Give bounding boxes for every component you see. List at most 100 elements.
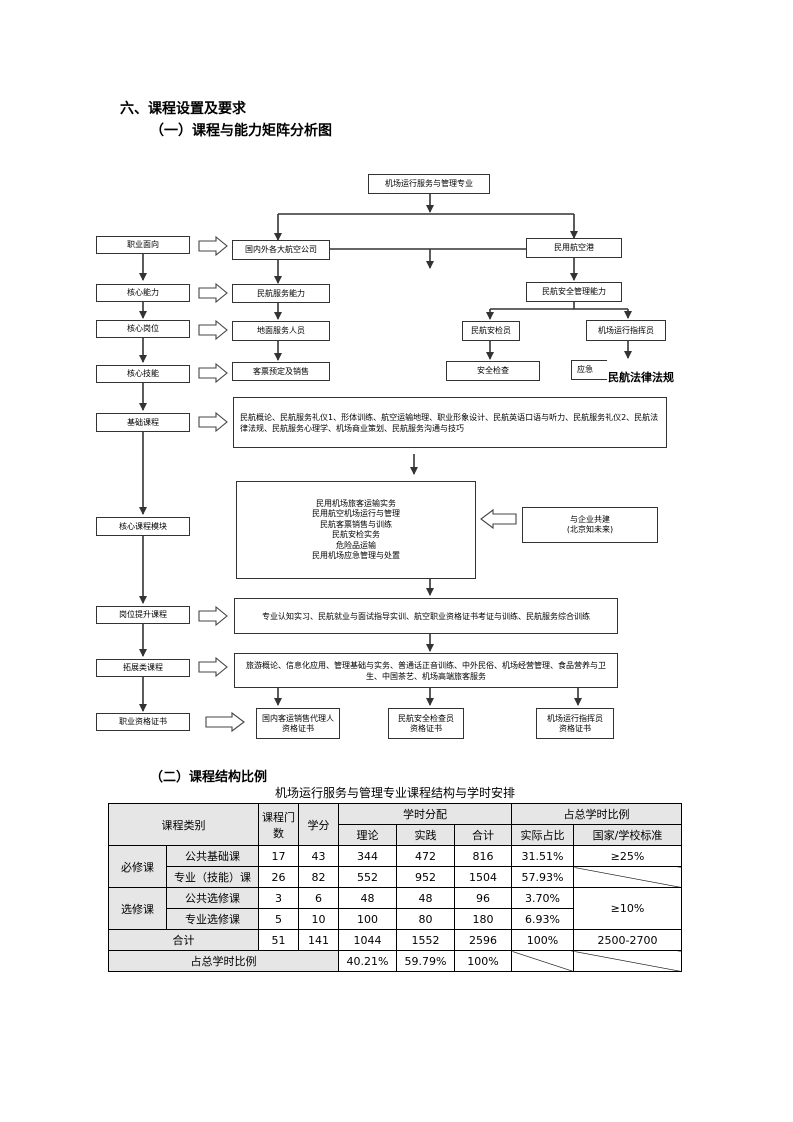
org-airlines: 国内外各大航空公司 (232, 240, 330, 260)
certificate-2-line-1: 民航安全检查员 (398, 713, 454, 723)
cell-actual: 3.70% (511, 887, 575, 909)
cell-standard: ≥10% (573, 887, 683, 930)
header-count: 课程门数 (258, 803, 299, 846)
row-name: 公共选修课 (166, 887, 259, 909)
cell-theory: 344 (338, 845, 397, 867)
sum-total: 2596 (453, 929, 513, 951)
certificate-operation-commander: 机场运行指挥员 资格证书 (536, 708, 614, 739)
sum-credits: 141 (298, 929, 339, 951)
cell-count: 3 (258, 887, 299, 909)
header-theory: 理论 (338, 824, 397, 846)
cell-actual: 31.51% (511, 845, 575, 867)
core-course-3: 民航客票销售与训练 (320, 519, 392, 529)
cell-total: 1504 (453, 866, 513, 888)
enterprise-box: 与企业共建 (北京知未来) (522, 507, 658, 543)
cell-credits: 43 (298, 845, 339, 867)
sum-name: 合计 (108, 929, 259, 951)
core-courses-box: 民用机场旅客运输实务 民用航空机场运行与管理 民航客票销售与训练 民航安检实务 … (236, 481, 476, 579)
label-career-direction: 职业面向 (96, 236, 190, 254)
group-required: 必修课 (108, 845, 167, 888)
ratio-practice: 59.79% (396, 950, 455, 972)
cell-practice: 80 (396, 908, 455, 930)
certificate-3-line-2: 资格证书 (559, 723, 591, 733)
certificate-2-line-2: 资格证书 (410, 723, 442, 733)
group-elective: 选修课 (108, 887, 167, 930)
major-box: 机场运行服务与管理专业 (368, 174, 490, 194)
cell-credits: 10 (298, 908, 339, 930)
sum-standard: 2500-2700 (573, 929, 683, 951)
table-caption: 机场运行服务与管理专业课程结构与学时安排 (274, 786, 515, 800)
header-total: 合计 (453, 824, 513, 846)
promotion-courses-box: 专业认知实习、民航就业与面试指导实训、航空职业资格证书考证与训练、民航服务综合训… (234, 598, 618, 634)
row-name: 专业（技能）课 (166, 866, 259, 888)
ability-service: 民航服务能力 (232, 284, 330, 303)
core-course-1: 民用机场旅客运输实务 (316, 498, 396, 508)
certificate-1-line-2: 资格证书 (282, 723, 314, 733)
cell-credits: 6 (298, 887, 339, 909)
ratio-empty-1 (511, 950, 575, 972)
header-actual: 实际占比 (511, 824, 575, 846)
ratio-name: 占总学时比例 (108, 950, 339, 972)
course-structure-table: 课程类别 课程门数 学分 学时分配 占总学时比例 理论 实践 合计 实际占比 国… (108, 803, 683, 972)
expansion-courses-box: 旅游概论、信息化应用、管理基础与实务、普通话正音训练、中外民俗、机场经营管理、食… (234, 653, 618, 688)
row-name: 专业选修课 (166, 908, 259, 930)
core-course-5: 危险品运输 (336, 540, 376, 550)
header-practice: 实践 (396, 824, 455, 846)
certificate-3-line-1: 机场运行指挥员 (547, 713, 603, 723)
cell-total: 180 (453, 908, 513, 930)
org-airport: 民用航空港 (526, 238, 622, 258)
label-promotion-courses: 岗位提升课程 (96, 606, 190, 624)
cell-standard-empty (573, 866, 683, 888)
core-course-2: 民用航空机场运行与管理 (312, 509, 400, 518)
header-hours: 学时分配 (337, 803, 513, 825)
position-ground-staff: 地面服务人员 (232, 321, 330, 341)
cell-total: 816 (453, 845, 513, 867)
label-core-courses: 核心课程模块 (96, 517, 190, 536)
skill-ticketing: 客票预定及销售 (232, 362, 330, 381)
certificate-1-line-1: 国内客运销售代理人 (262, 713, 334, 723)
cell-theory: 552 (338, 866, 397, 888)
header-category: 课程类别 (108, 803, 259, 846)
position-operation-commander: 机场运行指挥员 (586, 320, 666, 341)
certificate-ticket-agent: 国内客运销售代理人 资格证书 (256, 708, 340, 739)
certificate-security-inspector: 民航安全检查员 资格证书 (388, 708, 464, 739)
core-course-6: 民用机场应急管理与处置 (312, 551, 400, 560)
cell-standard: ≥25% (573, 845, 683, 867)
enterprise-line-2: (北京知未来) (566, 525, 614, 534)
structure-heading: （二）课程结构比例 (150, 770, 268, 785)
label-certificates: 职业资格证书 (96, 713, 190, 731)
cell-credits: 82 (298, 866, 339, 888)
header-standard: 国家/学校标准 (573, 824, 683, 846)
label-basic-courses: 基础课程 (96, 413, 190, 432)
cell-actual: 6.93% (511, 908, 575, 930)
cell-theory: 100 (338, 908, 397, 930)
ratio-empty-2 (573, 950, 683, 972)
cell-count: 17 (258, 845, 299, 867)
sum-practice: 1552 (396, 929, 455, 951)
matrix-heading: （一）课程与能力矩阵分析图 (150, 123, 332, 139)
ability-safety: 民航安全管理能力 (526, 282, 622, 302)
basic-courses-box: 民航概论、民航服务礼仪1、形体训练、航空运输地理、职业形象设计、民航英语口语与听… (233, 397, 667, 448)
flow-connectors (139, 194, 632, 733)
cell-theory: 48 (338, 887, 397, 909)
position-security-inspector: 民航安检员 (462, 321, 520, 341)
label-core-ability: 核心能力 (96, 284, 190, 302)
law-note: 民航法律法规 (608, 371, 674, 384)
core-course-4: 民航安检实务 (332, 530, 380, 539)
cell-practice: 472 (396, 845, 455, 867)
sum-actual: 100% (511, 929, 575, 951)
row-name: 公共基础课 (166, 845, 259, 867)
cell-total: 96 (453, 887, 513, 909)
ratio-total: 100% (453, 950, 513, 972)
section-heading: 六、课程设置及要求 (120, 101, 246, 117)
cell-practice: 48 (396, 887, 455, 909)
header-credits: 学分 (298, 803, 339, 846)
skill-emergency: 应急 (571, 360, 607, 380)
skill-security-check: 安全检查 (446, 361, 540, 381)
sum-theory: 1044 (338, 929, 397, 951)
header-ratio: 占总学时比例 (511, 803, 683, 825)
sum-count: 51 (258, 929, 299, 951)
ratio-theory: 40.21% (338, 950, 397, 972)
label-core-skill: 核心技能 (96, 365, 190, 383)
cell-count: 5 (258, 908, 299, 930)
